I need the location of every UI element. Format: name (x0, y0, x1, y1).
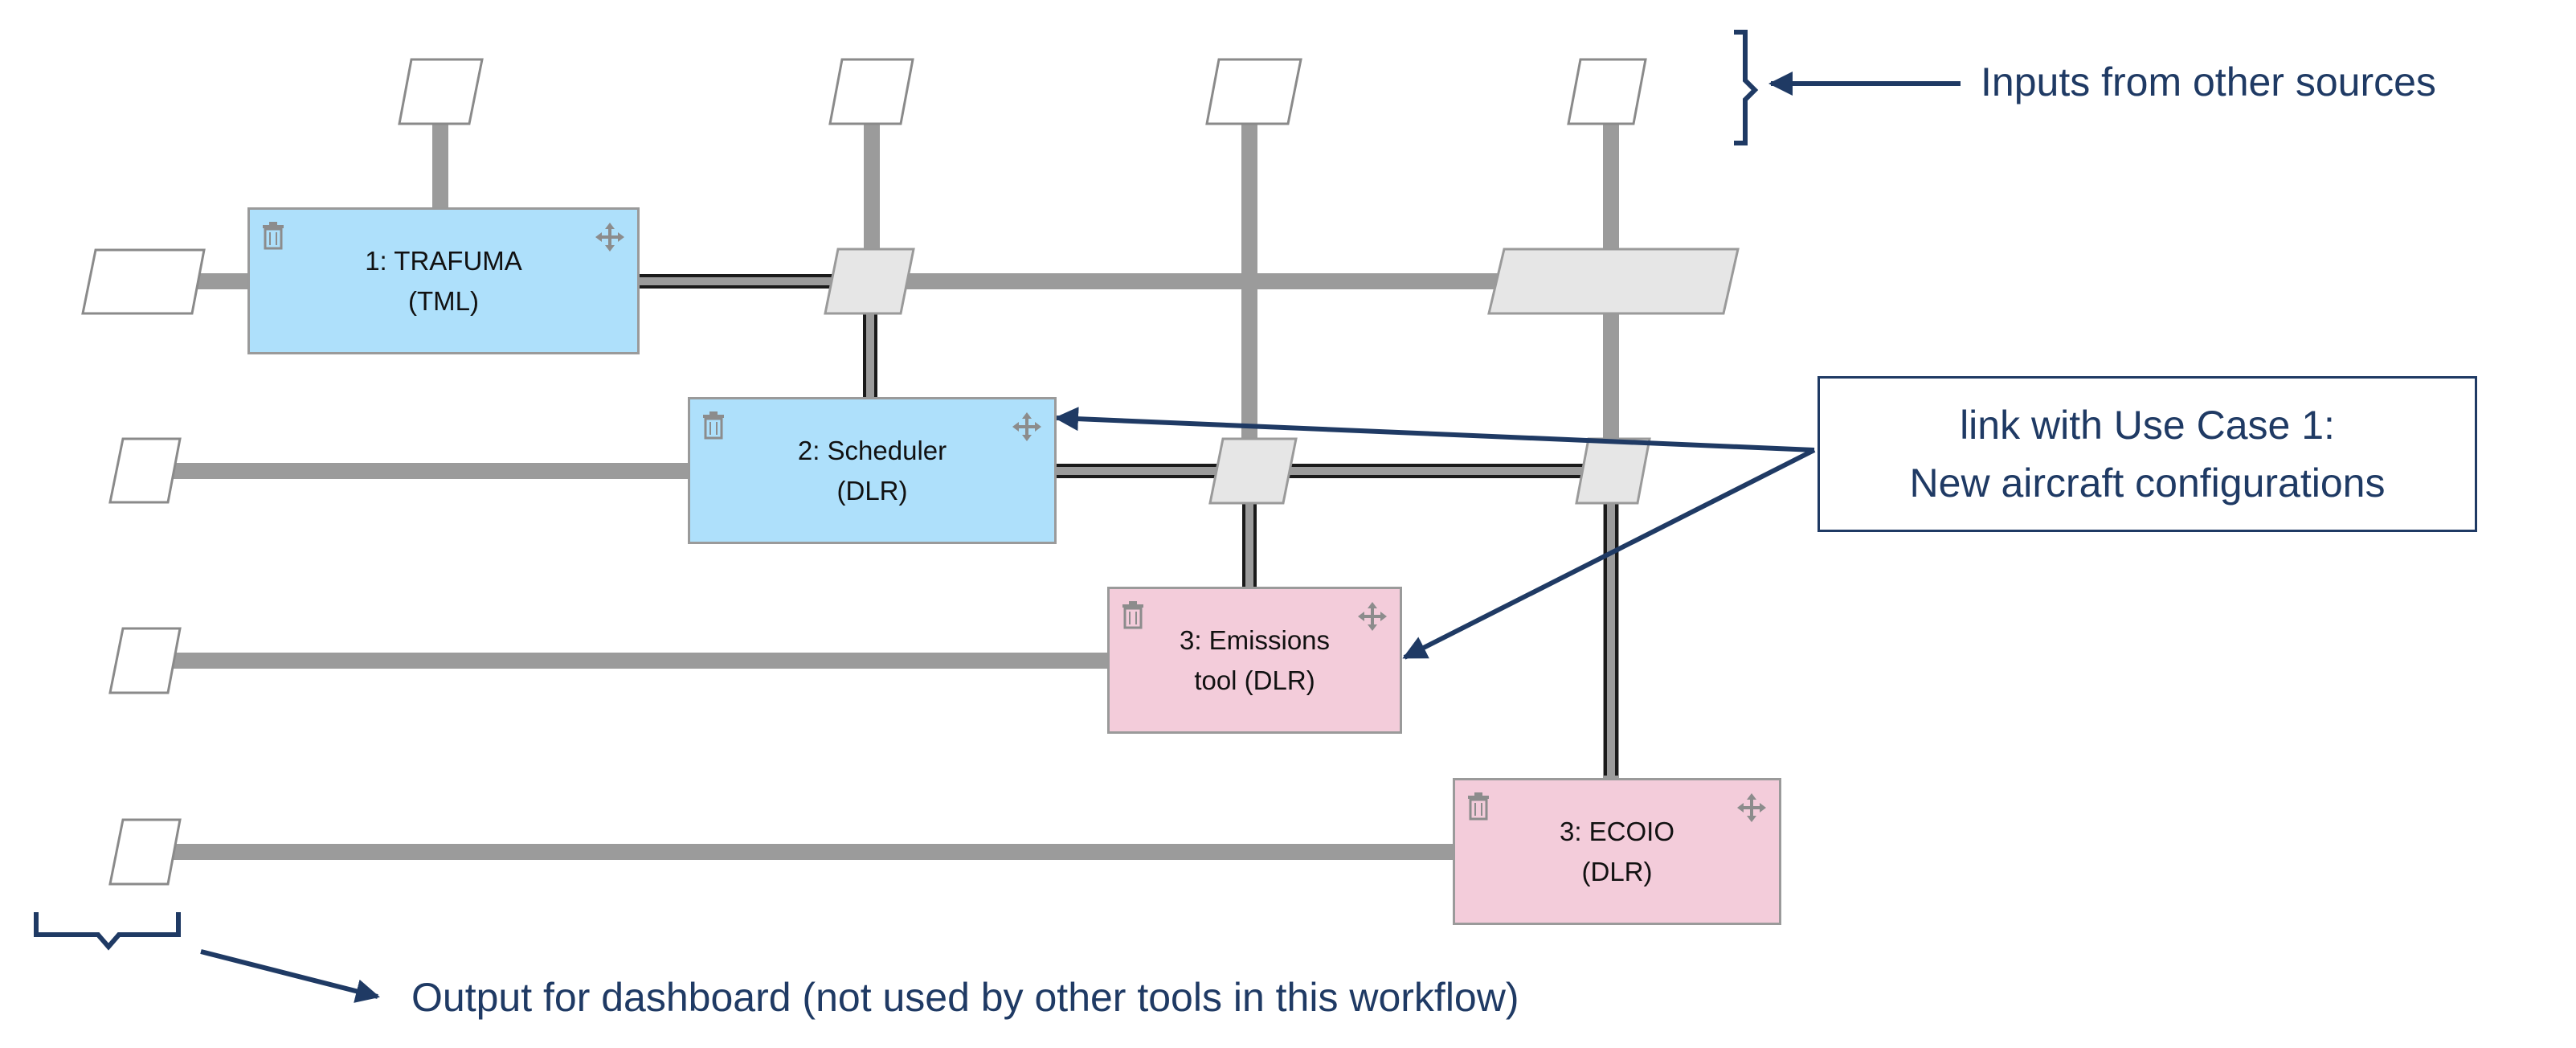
data-node[interactable] (1208, 437, 1298, 505)
tool-trafuma[interactable]: 1: TRAFUMA (TML) (247, 207, 640, 354)
output-nodes (108, 627, 182, 886)
arrow-left-icon (1402, 448, 1816, 660)
tool-owner: tool (DLR) (1194, 665, 1315, 695)
input-node[interactable] (1205, 58, 1302, 125)
active-wires (635, 274, 1618, 776)
input-node[interactable] (108, 437, 182, 504)
data-node[interactable] (1575, 437, 1651, 505)
tool-scheduler[interactable]: 2: Scheduler (DLR) (688, 397, 1057, 544)
callout-line-2: New aircraft configurations (1909, 461, 2386, 506)
tool-name: 2: Scheduler (797, 436, 947, 465)
arrow-left-icon (1054, 407, 1815, 452)
junction-nodes (824, 248, 1740, 505)
move-icon[interactable] (1011, 411, 1043, 443)
tool-emissions[interactable]: 3: Emissions tool (DLR) (1107, 587, 1402, 734)
use-case-link-callout: link with Use Case 1: New aircraft confi… (1818, 376, 2477, 532)
data-node[interactable] (1487, 248, 1740, 315)
output-annotation: Output for dashboard (not used by other … (411, 975, 1519, 1020)
trash-icon[interactable] (1121, 600, 1145, 629)
tool-owner: (TML) (408, 285, 479, 316)
input-node[interactable] (81, 248, 206, 315)
inputs-annotation: Inputs from other sources (1981, 59, 2436, 104)
trash-icon[interactable] (261, 221, 285, 250)
move-icon[interactable] (1356, 600, 1388, 632)
tool-owner: (DLR) (1581, 856, 1653, 886)
arrow-right-icon (200, 949, 380, 1003)
tool-name: 3: Emissions (1179, 625, 1331, 655)
callout-line-1: link with Use Case 1: (1960, 402, 2335, 448)
brace-icon (1734, 30, 1759, 145)
tool-owner: (DLR) (836, 475, 908, 506)
move-icon[interactable] (1736, 792, 1768, 824)
brace-icon (34, 912, 181, 951)
output-node[interactable] (108, 627, 182, 694)
input-node[interactable] (398, 58, 484, 125)
tool-name: 3: ECOIO (1559, 817, 1675, 846)
tool-name: 1: TRAFUMA (365, 246, 522, 276)
data-node[interactable] (824, 248, 915, 315)
move-icon[interactable] (594, 221, 626, 253)
input-node[interactable] (1567, 58, 1647, 125)
trash-icon[interactable] (701, 411, 726, 440)
tool-ecoio[interactable]: 3: ECOIO (DLR) (1453, 778, 1781, 925)
trash-icon[interactable] (1466, 792, 1490, 821)
input-nodes (81, 58, 1647, 504)
output-node[interactable] (108, 818, 182, 886)
input-node[interactable] (828, 58, 914, 125)
